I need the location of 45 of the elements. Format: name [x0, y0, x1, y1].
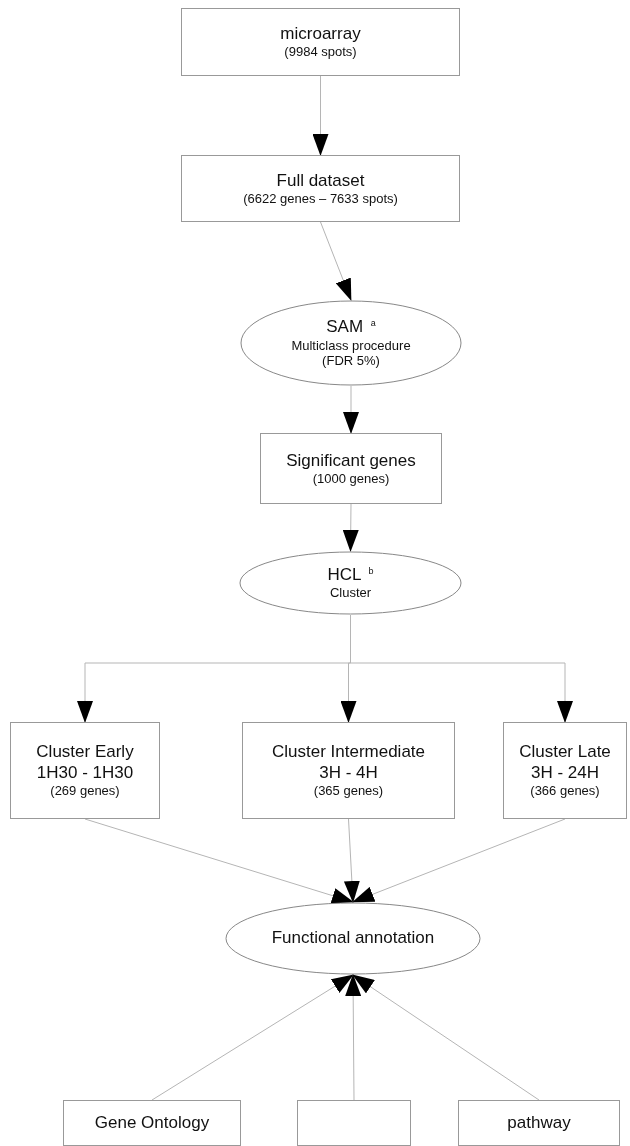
node-detail: (366 genes) — [530, 783, 600, 799]
process-box — [260, 433, 442, 504]
node-detail: 3H - 24H — [531, 762, 599, 784]
process-ellipse — [240, 300, 462, 386]
arrow — [84, 818, 354, 904]
node-title: pathway — [507, 1112, 571, 1134]
node-title: Significant genes — [286, 450, 416, 471]
arrow — [320, 221, 352, 301]
arrow — [352, 818, 566, 903]
node-title: Gene Ontology — [94, 1112, 210, 1134]
node-title: SAM $^{a}$ — [326, 317, 376, 338]
node-detail: (FDR 5%) — [322, 353, 380, 369]
process-box — [10, 722, 160, 819]
arrow — [343, 818, 360, 903]
arrow — [345, 974, 362, 1101]
process-box — [503, 722, 627, 819]
node-detail: (365 genes) — [313, 783, 384, 799]
node-detail: 1H30 - 1H30 — [36, 762, 134, 784]
arrow — [352, 974, 540, 1101]
process-box — [181, 155, 460, 222]
node-title: Full dataset — [276, 170, 365, 191]
node-detail: (9984 spots) — [284, 44, 357, 60]
node-title: Cluster Late — [519, 742, 611, 763]
process-box — [458, 1100, 620, 1146]
node-detail: (6622 genes – 7633 spots) — [243, 190, 398, 207]
node-title: microarray — [280, 24, 361, 45]
arrow — [343, 385, 359, 434]
node-detail: (1000 genes) — [312, 470, 390, 487]
node-detail: (269 genes) — [50, 783, 120, 799]
process-box — [297, 1100, 411, 1146]
process-box — [242, 722, 455, 819]
node-detail: Cluster — [329, 585, 372, 601]
process-ellipse — [239, 551, 462, 615]
arrow — [151, 974, 354, 1101]
arrow — [342, 503, 359, 552]
arrow — [312, 75, 329, 156]
process-ellipse — [225, 902, 481, 975]
node-title: Functional annotation — [271, 928, 435, 949]
node-title: Cluster Early — [36, 742, 134, 763]
node-detail: 3H - 4H — [319, 762, 378, 784]
process-box — [181, 8, 460, 76]
node-title: Cluster Intermediate — [271, 742, 426, 763]
node-detail: Multiclass procedure — [291, 337, 411, 354]
node-title: HCL $^{b}$ — [327, 565, 374, 586]
process-box — [63, 1100, 241, 1146]
